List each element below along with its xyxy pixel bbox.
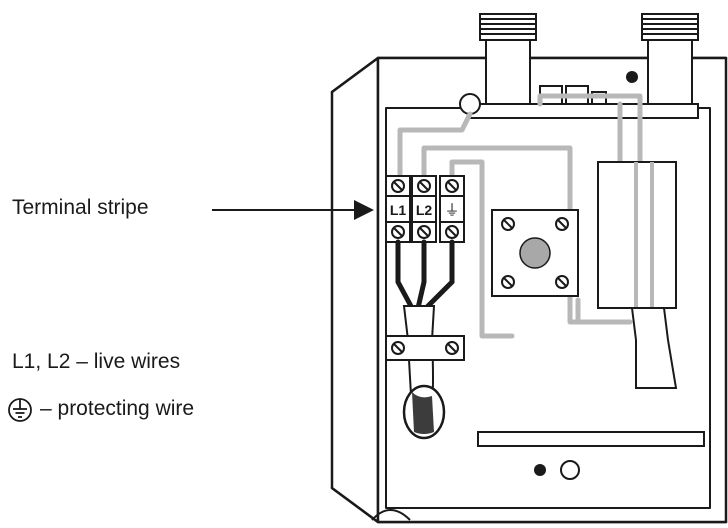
screw-hole-bottom-filled [534,464,546,476]
switch-knob [519,237,551,269]
terminal-label-l2: L2 [416,202,433,218]
cable-wires [395,239,455,311]
terminal-l2 [411,175,437,243]
enclosure-bottom-detail [371,509,411,521]
terminal-label-pe: ⏚ [444,202,459,219]
cable-entry [412,392,434,434]
screw-hole-bottom-open [560,460,580,480]
bottom-bar [477,431,705,447]
legend-live-wires: L1, L2 – live wires [12,350,181,373]
right-component [597,161,677,309]
callout-terminal-stripe: Terminal stripe [12,196,149,219]
enclosure-left-face [330,56,380,524]
earth-terminal-ring [459,93,481,115]
terminal-pe [439,175,465,243]
pipe-connector-right [641,13,699,111]
legend-earth-icon-slot [8,396,34,422]
earth-symbol-icon [8,398,32,422]
right-plug [630,307,678,389]
terminal-label-l1: L1 [390,202,407,218]
legend-protecting-wire: – protecting wire [8,395,194,423]
screw-hole-top-right [626,71,638,83]
cable-clamp [385,335,465,361]
legend-pe-text: – protecting wire [40,397,195,420]
wire-pe-loop [397,111,473,183]
wire-l2-loop [449,159,515,339]
pipe-connector-left [479,13,537,111]
wire-l1-loop [421,145,633,325]
terminal-stripe: L1 L2 ⏚ [385,175,465,243]
terminal-l1 [385,175,411,243]
